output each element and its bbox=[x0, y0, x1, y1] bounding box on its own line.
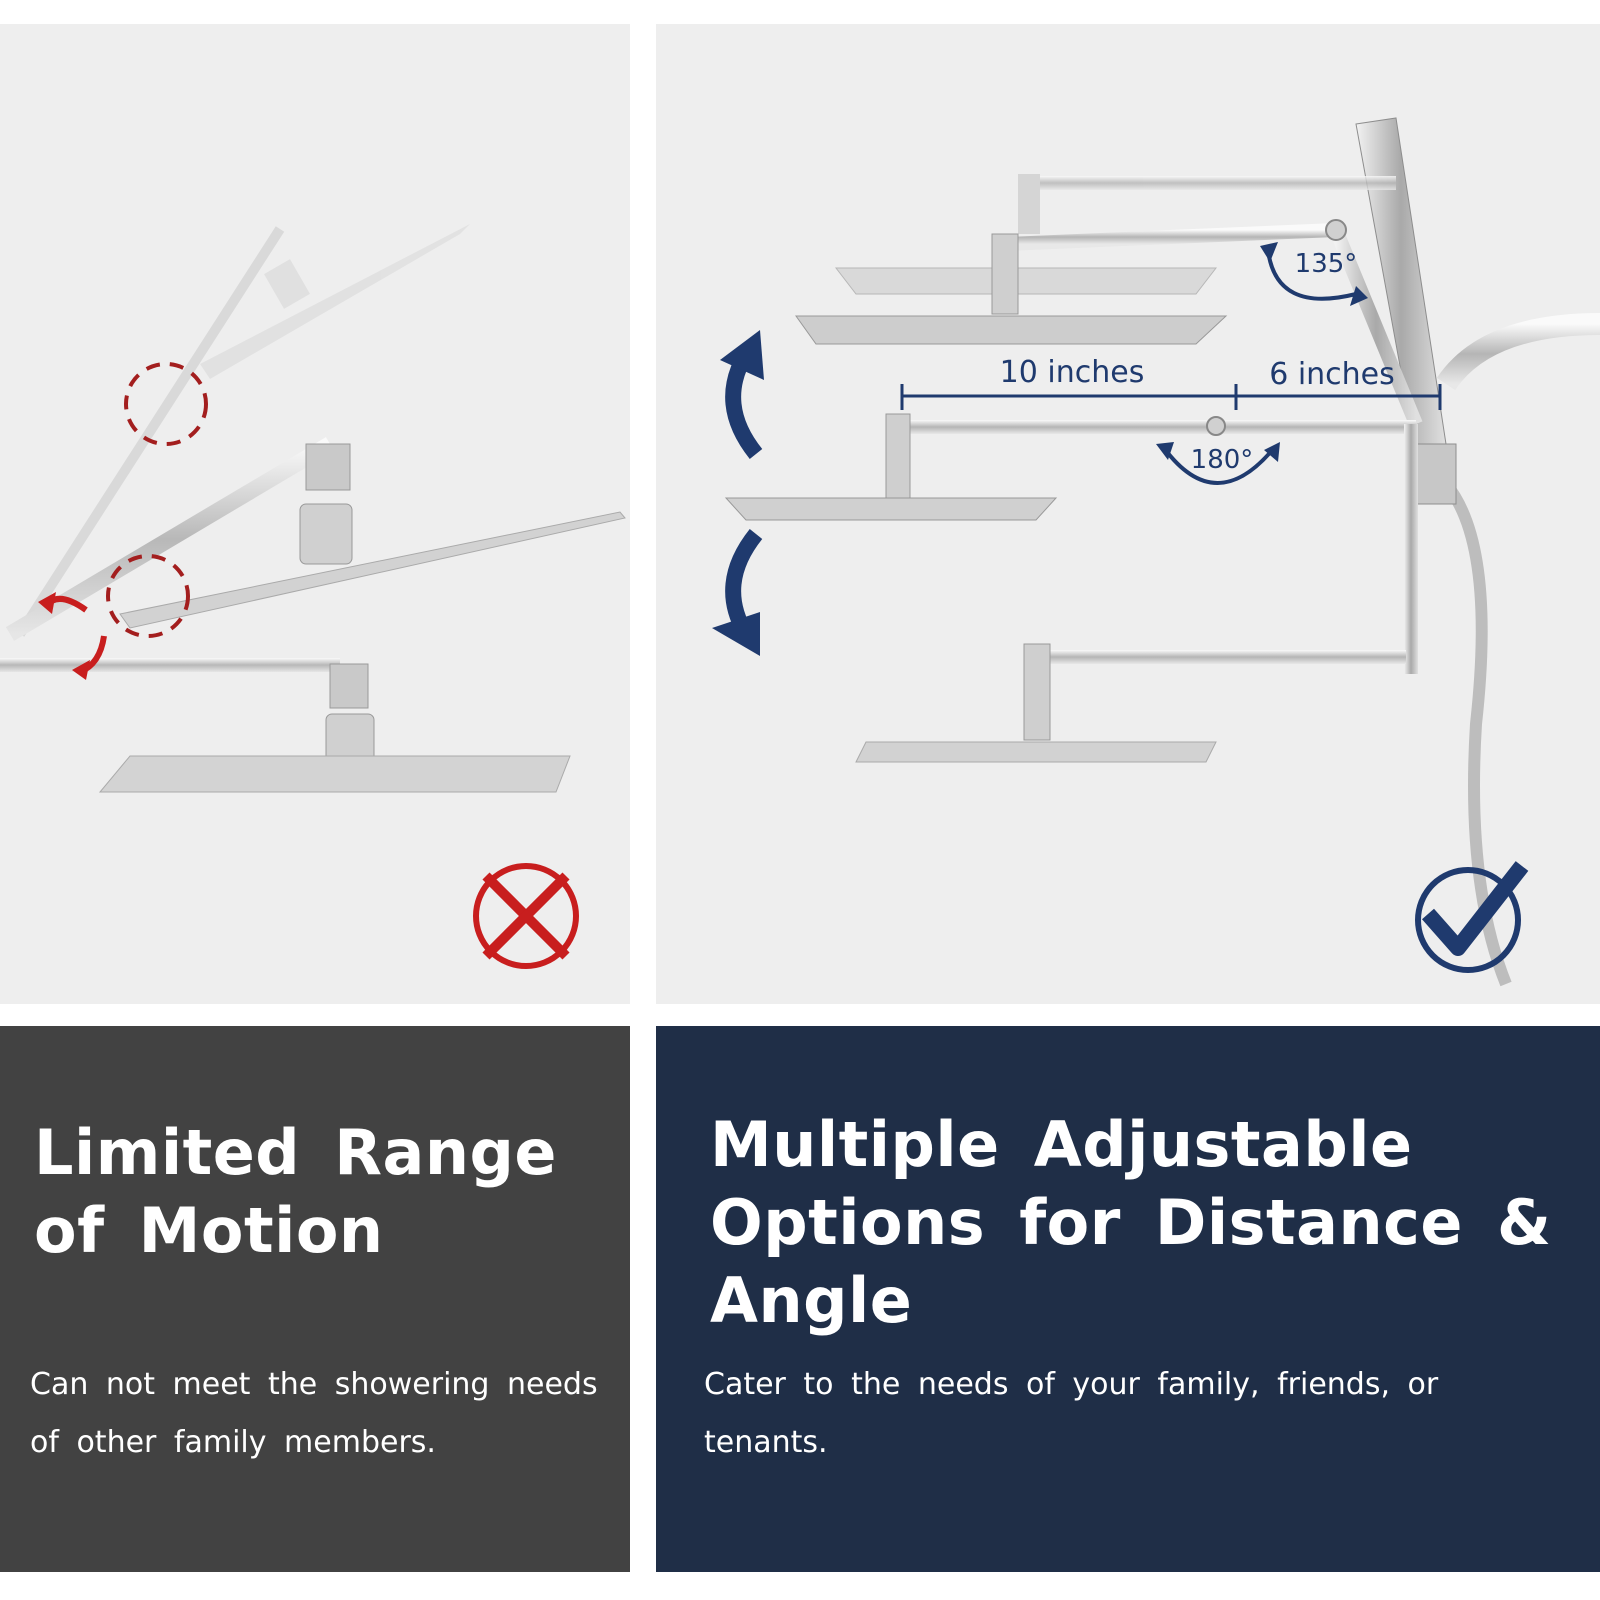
checkmark-icon bbox=[1415, 861, 1529, 973]
vertical-riser bbox=[1404, 424, 1418, 674]
angle-label-180: 180° bbox=[1191, 445, 1254, 475]
dimension-line bbox=[900, 384, 1442, 410]
adjustable-options-headline: Multiple Adjustable Options for Distance… bbox=[710, 1108, 1552, 1337]
fixed-arm-drawing bbox=[0, 224, 626, 969]
faded-upper-shower-arm bbox=[15, 224, 470, 637]
limited-joint-marker bbox=[106, 554, 190, 638]
angle-arc-180 bbox=[1162, 446, 1276, 485]
lowered-shower-arm bbox=[855, 643, 1406, 763]
length-label-6in: 6 inches bbox=[1269, 357, 1395, 392]
angle-label-135: 135° bbox=[1295, 249, 1358, 279]
adjustable-arm-illustration: 10 inches 6 inches 135° 180° bbox=[656, 24, 1600, 1004]
limited-motion-illustration bbox=[0, 24, 630, 1004]
rotate-up-arrow-icon bbox=[720, 330, 764, 459]
adjustable-options-description: Cater to the needs of your family, frien… bbox=[704, 1367, 1439, 1460]
limited-motion-description: Can not meet the showering needs of othe… bbox=[30, 1367, 598, 1460]
angled-shower-arm bbox=[795, 219, 1423, 427]
horizontal-shower-arm bbox=[0, 658, 571, 793]
limited-motion-caption-panel bbox=[0, 1026, 630, 1572]
rotate-down-arrow-icon bbox=[712, 529, 763, 656]
wall-bracket bbox=[1436, 313, 1600, 391]
adjustable-options-caption-panel bbox=[656, 1026, 1600, 1572]
top-shower-arm bbox=[834, 174, 1396, 295]
angled-shower-arm bbox=[5, 437, 626, 641]
handheld-shower-head bbox=[1355, 117, 1457, 505]
limited-joint-marker bbox=[124, 362, 208, 446]
extended-shower-arm bbox=[724, 413, 1416, 521]
length-label-10in: 10 inches bbox=[1000, 355, 1145, 390]
limited-motion-headline: Limited Range of Motion bbox=[34, 1116, 557, 1267]
angle-arc-135 bbox=[1266, 249, 1357, 301]
x-mark-icon bbox=[473, 863, 579, 969]
adjustable-arm-drawing: 10 inches 6 inches 135° 180° bbox=[712, 117, 1600, 987]
